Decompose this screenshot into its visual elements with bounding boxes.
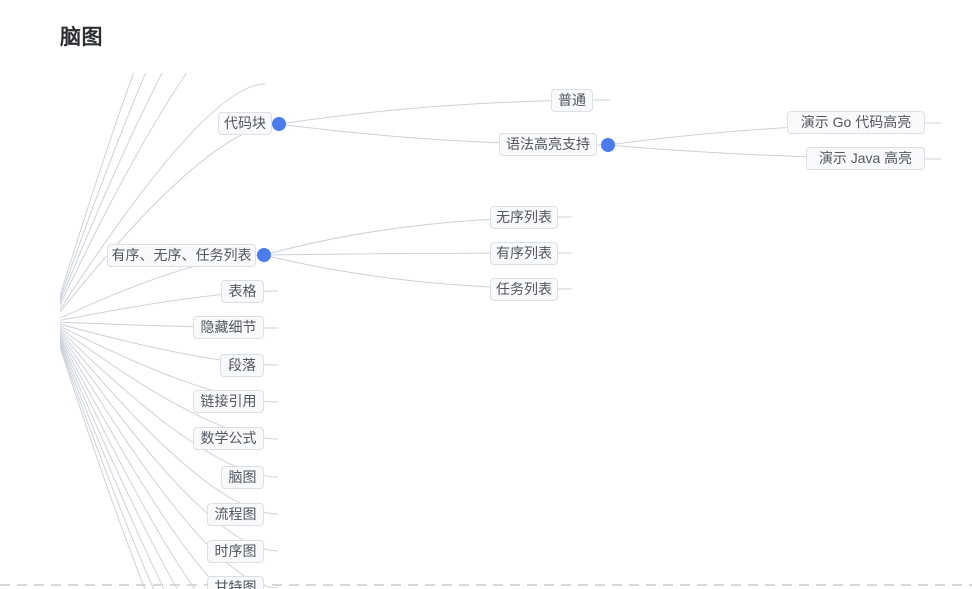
mindmap-edge — [60, 341, 165, 589]
mindmap-edge — [60, 73, 135, 298]
mindmap-node-mindmap-topic[interactable]: 脑图 — [221, 466, 264, 489]
mindmap-node-syntax-highlight[interactable]: 语法高亮支持 — [499, 133, 597, 156]
page-title: 脑图 — [60, 26, 103, 49]
mindmap-node-lists[interactable]: 有序、无序、任务列表 — [107, 244, 256, 267]
mindmap-edge — [60, 343, 155, 589]
mindmap-edge — [60, 338, 196, 589]
mindmap-node-plain[interactable]: 普通 — [551, 89, 593, 112]
mindmap-edge — [60, 336, 221, 589]
dashed-divider — [0, 584, 972, 586]
mindmap-node-go-demo[interactable]: 演示 Go 代码高亮 — [787, 111, 925, 134]
mindmap-node-ordered-list[interactable]: 有序列表 — [490, 242, 558, 265]
mindmap-edge — [60, 73, 188, 307]
mindmap-node-code-block[interactable]: 代码块 — [218, 112, 272, 135]
mindmap-edge — [60, 83, 266, 311]
mindmap-node-unordered-list[interactable]: 无序列表 — [490, 206, 558, 229]
mindmap-node-hide-details[interactable]: 隐藏细节 — [193, 316, 264, 339]
mindmap-edge — [60, 73, 163, 304]
mindmap-node-paragraph[interactable]: 段落 — [220, 354, 264, 377]
mindmap-node-gantt-chart[interactable]: 甘特图 — [207, 576, 264, 589]
mindmap-node-sequence-diagram[interactable]: 时序图 — [207, 540, 264, 563]
collapse-dot-syntax-highlight[interactable] — [601, 138, 615, 152]
mindmap-node-table[interactable]: 表格 — [221, 280, 264, 303]
mindmap-edge — [60, 73, 147, 301]
mindmap-node-flowchart[interactable]: 流程图 — [207, 503, 264, 526]
collapse-dot-lists[interactable] — [257, 248, 271, 262]
mindmap-node-link-reference[interactable]: 链接引用 — [193, 390, 264, 413]
mindmap-node-java-demo[interactable]: 演示 Java 高亮 — [806, 147, 925, 170]
mindmap-node-task-list[interactable]: 任务列表 — [490, 278, 558, 301]
mindmap-edge — [60, 345, 146, 589]
mindmap-edge — [60, 339, 178, 589]
collapse-dot-code-block[interactable] — [272, 117, 286, 131]
mindmap-stage[interactable]: 代码块 普通语法高亮支持 演示 Go 代码高亮演示 Java 高亮有序、无序、任务列… — [60, 73, 972, 589]
mindmap-node-math-formula[interactable]: 数学公式 — [193, 427, 264, 450]
